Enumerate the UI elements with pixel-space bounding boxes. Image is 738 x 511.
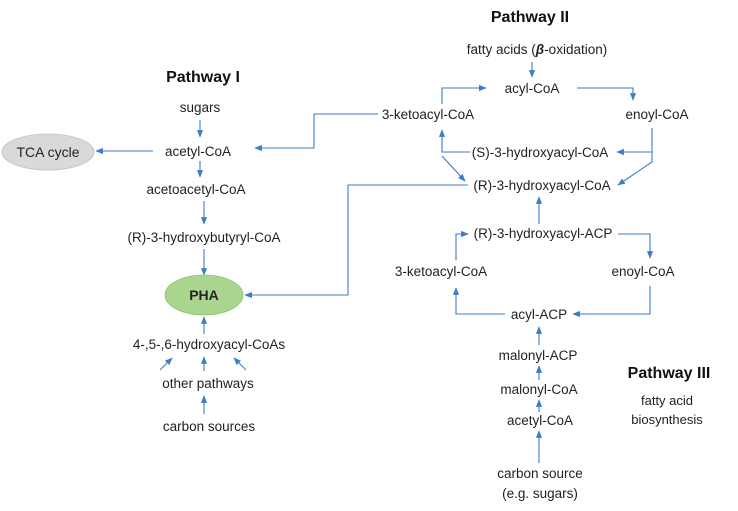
r-hydroxyacyl-acp-label: (R)-3-hydroxyacyl-ACP bbox=[474, 226, 613, 241]
pathway3-title: Pathway III bbox=[628, 365, 711, 382]
arrow-s-hydroxy-to-ketoacyl bbox=[438, 129, 470, 153]
pathway3-subtitle-line1: fatty acid bbox=[641, 393, 693, 408]
s-hydroxyacyl-coa-label: (S)-3-hydroxyacyl-CoA bbox=[472, 145, 609, 160]
acetyl-coa-label-p3: acetyl-CoA bbox=[507, 413, 573, 428]
arrow-enoyl-to-s-hydroxy bbox=[616, 128, 653, 156]
arrow-acyl-acp-to-ketoacyl bbox=[452, 287, 505, 315]
arrow-enoyl-to-acyl-acp bbox=[572, 286, 651, 318]
pathway1-title: Pathway I bbox=[166, 69, 240, 86]
carbon-source-example: (e.g. sugars) bbox=[502, 486, 578, 501]
enoyl-coa-label-p3: enoyl-CoA bbox=[611, 264, 674, 279]
tca-cycle-label: TCA cycle bbox=[16, 144, 79, 160]
arrow-ketoacyl-to-acetyl-coa bbox=[254, 113, 378, 152]
pha-node bbox=[164, 274, 244, 316]
ketoacyl-coa-label-p3: 3-ketoacyl-CoA bbox=[395, 264, 487, 279]
r-hydroxyacyl-coa-label: (R)-3-hydroxyacyl-CoA bbox=[473, 178, 610, 193]
carbon-sources-label: carbon sources bbox=[163, 419, 256, 434]
ketoacyl-coa-label-p2: 3-ketoacyl-CoA bbox=[382, 107, 474, 122]
acyl-acp-label: acyl-ACP bbox=[511, 307, 567, 322]
tca-cycle-node bbox=[1, 133, 95, 171]
malonyl-coa-label: malonyl-CoA bbox=[500, 382, 577, 397]
arrow-ketoacyl-to-r-hydroxy bbox=[441, 155, 466, 182]
arrow-enoyl-to-r-hydroxy bbox=[617, 152, 653, 186]
hydroxybutyryl-coa-label: (R)-3-hydroxybutyryl-CoA bbox=[127, 230, 280, 245]
acyl-coa-label: acyl-CoA bbox=[505, 81, 560, 96]
fatty-acids-label: fatty acids (β-oxidation) bbox=[467, 42, 607, 57]
arrow-ketoacyl-to-r-hydroxy-acp bbox=[455, 230, 469, 260]
arrow-r-hydroxy-to-pha bbox=[244, 184, 468, 299]
arrow-acyl-to-enoyl bbox=[577, 87, 637, 101]
other-pathways-label: other pathways bbox=[162, 376, 254, 391]
sugars-label: sugars bbox=[180, 100, 221, 115]
acetyl-coa-label: acetyl-CoA bbox=[165, 144, 231, 159]
arrow-other-left bbox=[159, 357, 173, 371]
arrow-ketoacyl-to-acyl bbox=[441, 84, 487, 104]
pathway2-title: Pathway II bbox=[491, 9, 569, 26]
acetoacetyl-coa-label: acetoacetyl-CoA bbox=[146, 182, 245, 197]
malonyl-acp-label: malonyl-ACP bbox=[499, 348, 578, 363]
arrow-other-right bbox=[233, 357, 247, 371]
pathway3-subtitle-line2: biosynthesis bbox=[631, 412, 703, 427]
carbon-source-label: carbon source bbox=[497, 466, 583, 481]
pha-label: PHA bbox=[189, 287, 219, 303]
hydroxyacyl-coas-label: 4-,5-,6-hydroxyacyl-CoAs bbox=[133, 337, 286, 352]
enoyl-coa-label-p2: enoyl-CoA bbox=[625, 107, 688, 122]
arrow-acp-to-enoyl bbox=[618, 233, 654, 259]
